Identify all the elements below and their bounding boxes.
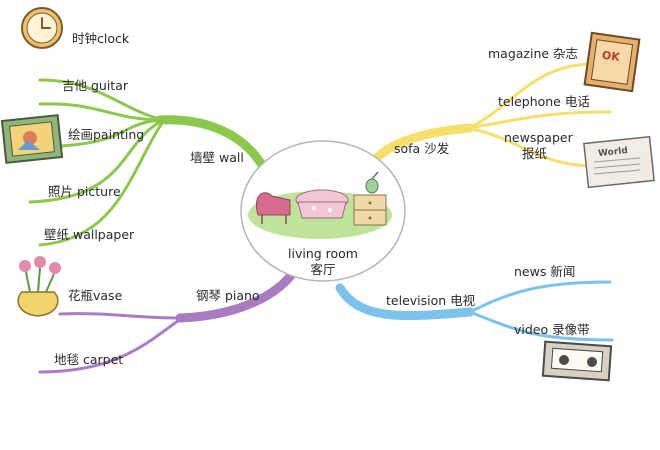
newspaper-masthead: World	[598, 146, 629, 159]
videotape-icon	[541, 340, 613, 382]
leaf-news: news 新闻	[514, 264, 575, 279]
vase-icon	[17, 256, 61, 317]
branch-label-tv: television 电视	[386, 293, 476, 308]
magazine-icon: OK	[583, 31, 641, 93]
branch-wall	[28, 78, 267, 247]
clock-icon	[21, 7, 63, 49]
living-room-illustration	[248, 171, 392, 239]
leaf-picture: 照片 picture	[48, 184, 121, 199]
branch-tv	[335, 280, 614, 342]
center-subtitle: 客厅	[310, 262, 335, 277]
painting-icon	[0, 114, 64, 164]
leaf-newspaper: newspaper	[504, 130, 574, 145]
leaf-telephone: telephone 电话	[498, 94, 590, 109]
branch-label-wall: 墙壁 wall	[190, 150, 244, 165]
center-node: living room 客厅	[240, 140, 406, 282]
leaf-painting: 绘画painting	[68, 127, 144, 142]
magazine-badge: OK	[601, 49, 621, 64]
leaf-guitar: 吉他 guitar	[62, 78, 129, 93]
leaf-clock: 时钟clock	[72, 31, 130, 46]
leaf-video: video 录像带	[514, 322, 590, 337]
leaf-wallpaper: 壁纸 wallpaper	[44, 227, 135, 242]
newspaper-icon: World	[583, 135, 655, 189]
leaf-carpet: 地毯 carpet	[54, 352, 123, 367]
branch-label-sofa: sofa 沙发	[394, 141, 450, 156]
branch-label-piano: 钢琴 piano	[196, 288, 260, 303]
leaf-vase: 花瓶vase	[68, 288, 123, 303]
center-title: living room	[288, 246, 358, 261]
leaf-newspaper-zh: 报纸	[522, 146, 548, 161]
leaf-magazine: magazine 杂志	[488, 46, 578, 61]
